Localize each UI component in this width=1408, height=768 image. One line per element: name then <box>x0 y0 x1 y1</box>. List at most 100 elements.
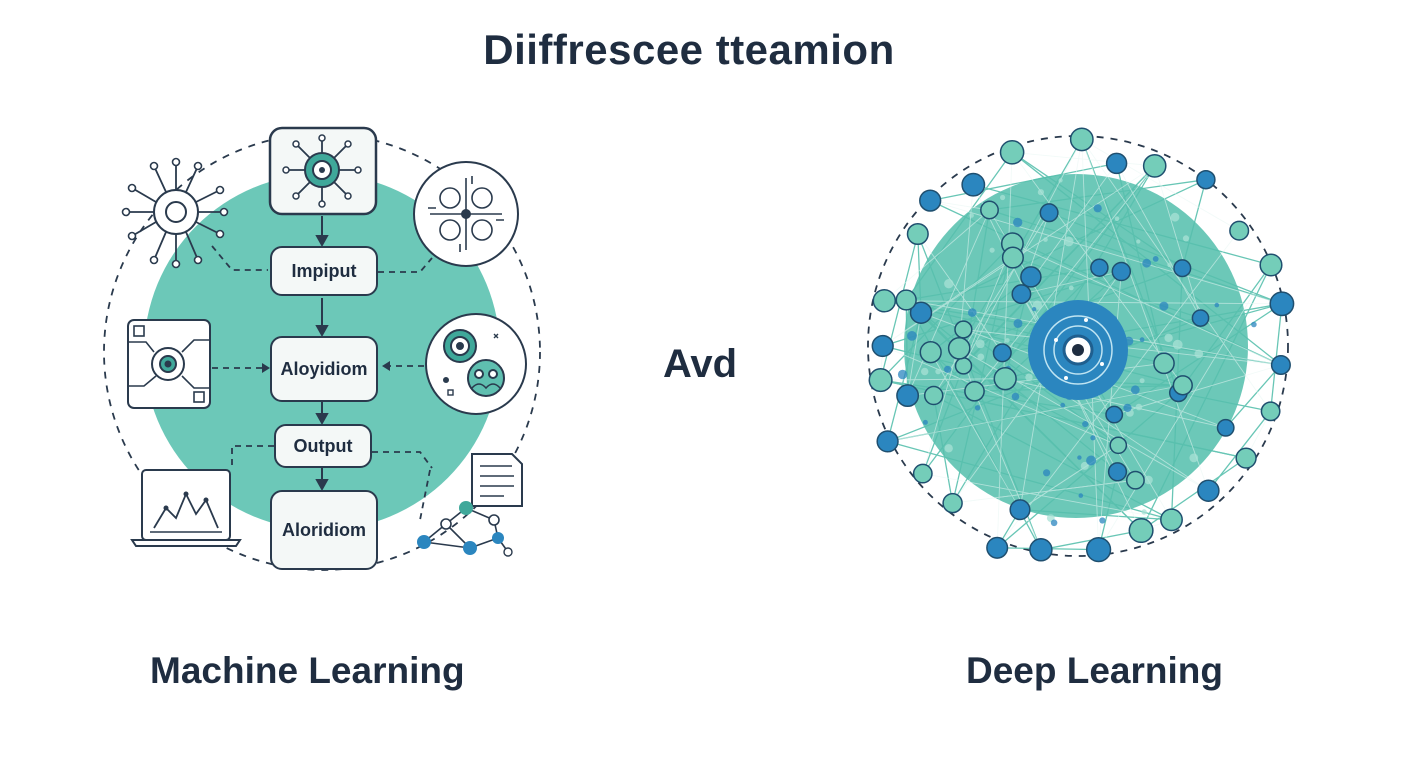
network-small-node <box>969 213 974 218</box>
dl-caption: Deep Learning <box>966 650 1223 691</box>
network-small-node <box>944 279 954 289</box>
network-nodes <box>868 127 1295 563</box>
network-small-node <box>1099 517 1106 524</box>
network-edge <box>887 384 1183 442</box>
network-edge <box>930 162 1117 202</box>
network-small-node <box>907 331 917 341</box>
network-node <box>1173 259 1192 278</box>
network-small-node <box>1136 239 1141 244</box>
network-node <box>1090 258 1109 277</box>
network-node <box>923 385 944 406</box>
network-small-node <box>974 405 981 411</box>
network-edge <box>973 184 1272 266</box>
network-edge <box>996 392 1179 549</box>
network-node <box>961 172 986 197</box>
network-small-node <box>897 369 908 380</box>
network-small-node <box>1077 455 1082 460</box>
dl-dashed-outline <box>867 135 1289 557</box>
network-small-node <box>1214 302 1220 308</box>
network-node <box>980 200 999 220</box>
network-edge <box>880 243 1013 381</box>
network-node <box>906 222 929 246</box>
gear-chip-icon <box>121 157 229 269</box>
network-edge <box>1019 509 1172 521</box>
network-edge <box>880 379 1115 416</box>
network-node <box>1260 401 1281 422</box>
network-small-node <box>1182 235 1190 242</box>
network-small-node <box>1086 455 1097 466</box>
graph-nodes-icon <box>417 501 513 557</box>
network-small-node <box>1139 337 1145 343</box>
network-edge <box>880 378 1006 381</box>
network-small-node <box>1130 385 1140 395</box>
network-small-node <box>1068 285 1074 291</box>
network-node <box>954 357 973 375</box>
network-small-node <box>1164 333 1173 343</box>
network-edge <box>882 257 1014 347</box>
network-small-node <box>1005 338 1010 343</box>
laptop-chart-icon <box>130 469 242 547</box>
network-node <box>992 343 1012 363</box>
network-edge <box>922 473 1172 521</box>
network-small-node <box>1123 403 1132 412</box>
network-edge <box>1005 378 1226 429</box>
network-small-node <box>1013 217 1023 228</box>
network-node <box>1270 354 1291 376</box>
network-small-node <box>944 444 953 453</box>
network-node <box>895 289 917 311</box>
output-box: Output <box>274 424 372 468</box>
network-edge <box>996 230 1240 549</box>
document-icon <box>471 453 523 507</box>
network-small-node <box>1082 421 1089 428</box>
network-small-node <box>1114 216 1120 221</box>
network-node <box>868 368 893 393</box>
network-node <box>993 367 1017 391</box>
network-edge <box>1012 139 1083 258</box>
side-connectors <box>211 245 433 521</box>
network-node <box>871 334 894 358</box>
network-node <box>986 536 1009 559</box>
network-edge <box>1019 444 1119 511</box>
algorithm-box-label: Aloyidiom <box>280 358 368 379</box>
network-small-node <box>1025 373 1033 381</box>
network-edge <box>920 179 1207 314</box>
network-node <box>1153 352 1175 375</box>
network-small-node <box>1135 403 1143 411</box>
network-small-node <box>1144 475 1153 485</box>
network-small-node <box>922 419 928 425</box>
network-node <box>1105 405 1124 424</box>
network-small-node <box>1152 256 1159 262</box>
network-node <box>1109 436 1128 455</box>
network-small-node <box>1251 321 1257 328</box>
algorithm2-box-label: Aloridiom <box>282 519 366 540</box>
network-edge <box>882 270 1122 347</box>
network-edge <box>989 209 1283 305</box>
network-small-node <box>1063 236 1074 247</box>
input-box: Impiput <box>270 246 378 296</box>
network-small-node <box>1141 509 1147 515</box>
central-target-icon <box>1028 300 1128 400</box>
network-node <box>1191 309 1210 327</box>
network-small-node <box>1000 194 1006 201</box>
network-small-node <box>975 339 985 349</box>
dl-panel <box>867 127 1295 563</box>
network-edge <box>906 267 1100 301</box>
network-edge <box>974 391 1042 550</box>
connector-label: Avd <box>662 342 738 386</box>
network-edge <box>933 165 1156 396</box>
network-small-node <box>1170 212 1180 222</box>
network-node <box>876 430 899 453</box>
network-node <box>999 139 1025 165</box>
network-node <box>896 384 920 408</box>
network-small-node <box>1043 469 1051 477</box>
network-small-node <box>935 368 941 375</box>
network-node <box>912 463 933 484</box>
circuit-target-icon <box>127 319 211 409</box>
network-small-node <box>1139 378 1145 384</box>
network-node <box>872 289 897 313</box>
network-small-node <box>1043 237 1048 242</box>
network-circle-icon <box>413 161 519 267</box>
network-small-node <box>1011 392 1020 401</box>
network-edge <box>952 479 1136 504</box>
network-edge <box>1012 243 1282 366</box>
